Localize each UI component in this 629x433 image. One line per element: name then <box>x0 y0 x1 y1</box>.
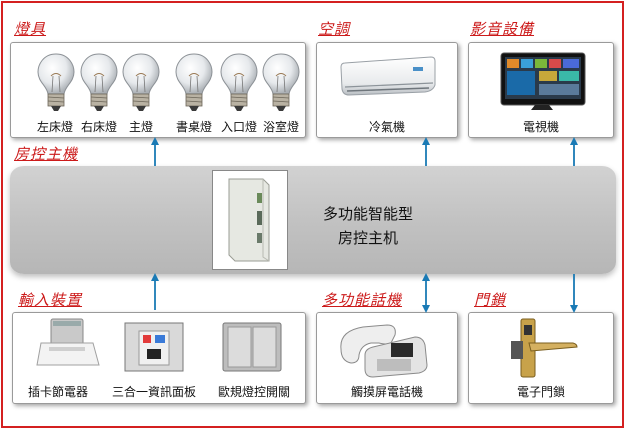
connector-arrows <box>0 0 629 433</box>
